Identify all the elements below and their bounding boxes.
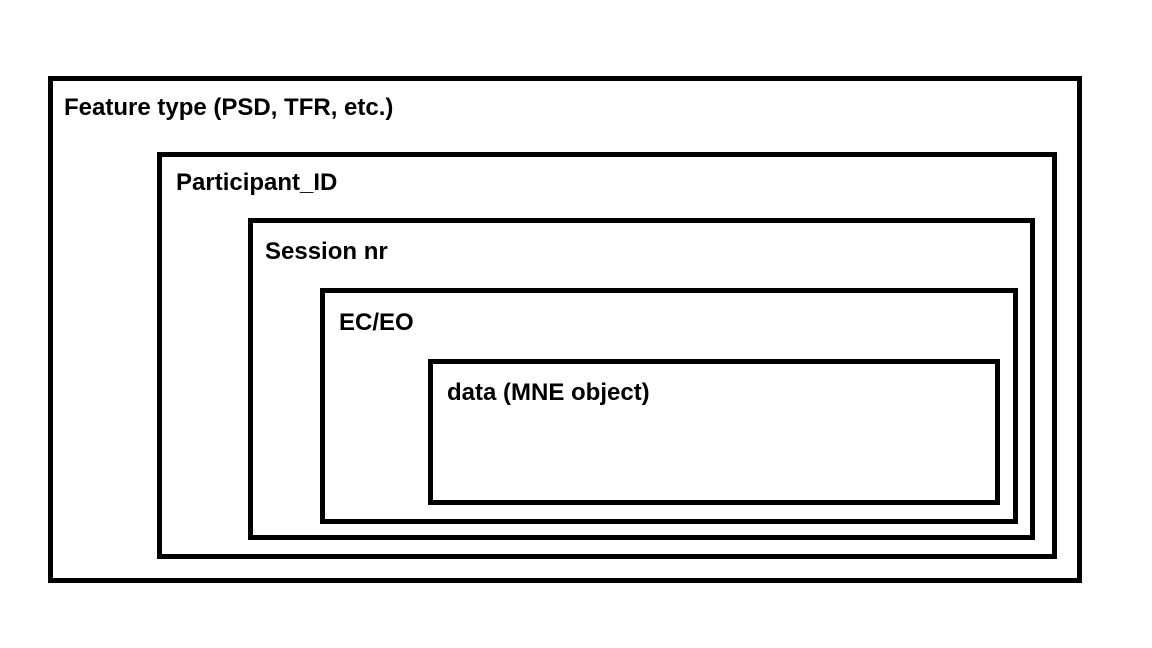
- ec-eo-label: EC/EO: [339, 309, 414, 336]
- participant-id-label: Participant_ID: [176, 169, 338, 196]
- session-nr-box: [248, 218, 1035, 540]
- data-mne-object-label: data (MNE object): [447, 379, 650, 406]
- feature-type-box: [48, 76, 1082, 583]
- data-mne-object-box: [428, 359, 1000, 505]
- feature-type-label: Feature type (PSD, TFR, etc.): [64, 94, 394, 121]
- ec-eo-box: [320, 288, 1018, 524]
- participant-id-box: [157, 152, 1057, 559]
- session-nr-label: Session nr: [265, 238, 388, 265]
